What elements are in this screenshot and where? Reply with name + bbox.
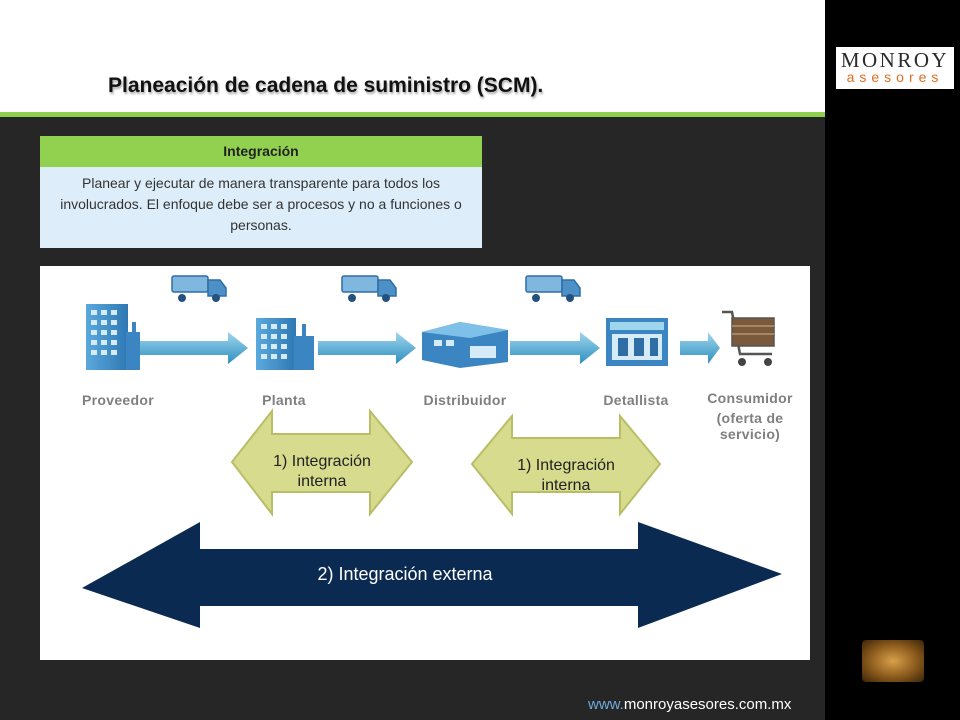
retail-store-icon bbox=[606, 318, 668, 366]
logo-name: MONROY bbox=[840, 48, 950, 72]
supplier-building-icon bbox=[86, 304, 140, 370]
diagram-graphics bbox=[82, 275, 782, 628]
stage-label-consumer: Consumidor bbox=[707, 390, 793, 406]
right-side-panel bbox=[825, 0, 960, 720]
stage-label-supplier: Proveedor bbox=[82, 392, 154, 408]
flow-arrow-1 bbox=[138, 332, 248, 364]
plant-building-icon bbox=[256, 318, 314, 370]
internal-integration-label-left: 1) Integración interna bbox=[273, 453, 371, 490]
flow-arrow-4 bbox=[680, 332, 720, 364]
distribution-center-icon bbox=[422, 322, 508, 368]
internal-integration-arrow-left bbox=[230, 408, 414, 517]
external-integration-label: 2) Integración externa bbox=[317, 564, 493, 584]
external-integration-arrow bbox=[82, 522, 782, 628]
flow-arrow-3 bbox=[510, 332, 600, 364]
stage-label-distributor: Distribuidor bbox=[423, 392, 507, 408]
integration-definition-box: Integración Planear y ejecutar de manera… bbox=[40, 136, 482, 248]
flow-arrow-2 bbox=[318, 332, 416, 364]
supply-chain-diagram: Proveedor Planta Distribuidor Detallista… bbox=[40, 266, 810, 660]
shopping-cart-icon bbox=[722, 310, 775, 366]
page-title: Planeación de cadena de suministro (SCM)… bbox=[108, 74, 544, 97]
header-accent-line bbox=[0, 112, 960, 117]
stage-label-plant: Planta bbox=[262, 392, 306, 408]
internal-integration-label-right: 1) Integración interna bbox=[517, 457, 615, 494]
internal-integration-arrow-right bbox=[470, 413, 662, 517]
integration-description: Planear y ejecutar de manera transparent… bbox=[40, 167, 482, 248]
website-url[interactable]: www.monroyasesores.com.mx bbox=[588, 696, 791, 713]
stage-label-retailer: Detallista bbox=[603, 392, 669, 408]
compass-badge-icon bbox=[862, 640, 924, 682]
consumer-note: (oferta de servicio) bbox=[716, 410, 784, 442]
truck-icon bbox=[341, 275, 397, 302]
monroy-logo: MONROY asesores bbox=[836, 47, 954, 89]
truck-icon bbox=[171, 275, 227, 302]
header-bar bbox=[0, 0, 825, 112]
url-prefix: www. bbox=[588, 696, 624, 713]
truck-icon bbox=[525, 275, 581, 302]
logo-subtitle: asesores bbox=[846, 69, 944, 85]
integration-heading: Integración bbox=[40, 136, 482, 167]
url-domain: monroyasesores.com.mx bbox=[623, 696, 792, 713]
